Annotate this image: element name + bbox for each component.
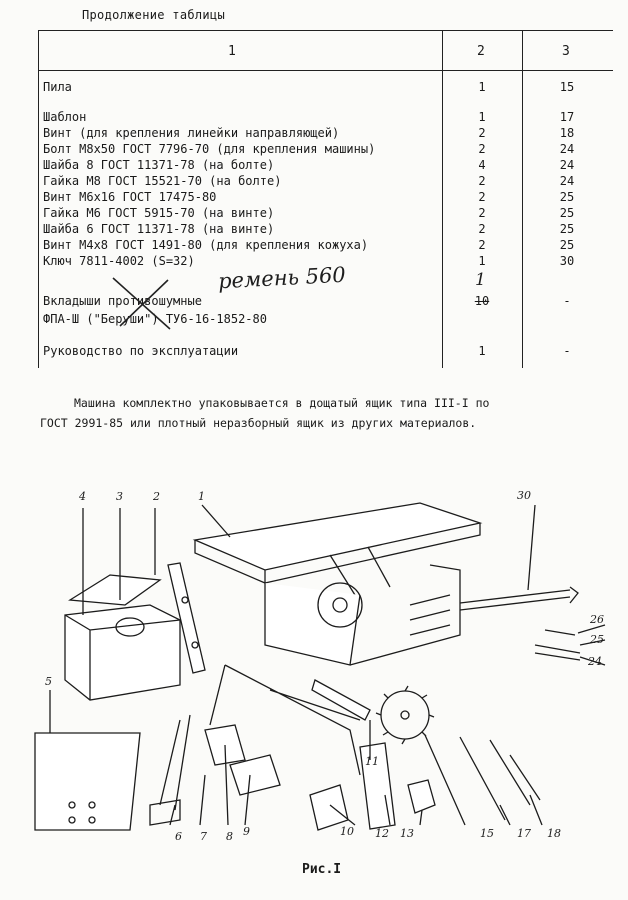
part-label: 13 bbox=[400, 827, 414, 840]
part-label: 8 bbox=[226, 830, 233, 843]
part-label: 2 bbox=[152, 490, 160, 503]
exploded-parts-drawing: 1 2 3 4 5 6 7 8 9 10 11 12 13 15 17 18 2… bbox=[34, 489, 606, 843]
part-label: 11 bbox=[365, 755, 379, 768]
header-col-1: 1 bbox=[228, 44, 236, 59]
part-label: 12 bbox=[375, 827, 389, 840]
handwritten-strikethrough bbox=[112, 277, 171, 330]
part-label: 4 bbox=[78, 490, 86, 503]
packaging-paragraph: Машина комплектно упаковывается в дощаты… bbox=[40, 393, 600, 433]
table-row: Винт М4х8 ГОСТ 1491-80 (для крепления ко… bbox=[43, 238, 575, 252]
part-label: 3 bbox=[116, 490, 123, 503]
part-label: 18 bbox=[547, 827, 561, 840]
struck-qty: 10 bbox=[474, 294, 490, 308]
part-label: 9 bbox=[243, 825, 250, 838]
part-label: 1 bbox=[198, 490, 205, 503]
header-col-2: 2 bbox=[477, 44, 485, 59]
part-label: 25 bbox=[589, 633, 604, 646]
part-label: 10 bbox=[340, 825, 354, 838]
part-label: 26 bbox=[589, 613, 604, 626]
part-label: 5 bbox=[45, 675, 52, 688]
header-col-3: 3 bbox=[562, 44, 570, 59]
handwritten-qty: 1 bbox=[475, 270, 486, 290]
table-row: Винт (для крепления линейки направляющей… bbox=[43, 126, 575, 140]
table-row: ФПА-Ш ("Беруши") ТУ6-16-1852-80 bbox=[43, 312, 267, 326]
part-label: 6 bbox=[175, 830, 182, 843]
table-caption: Продолжение таблицы bbox=[82, 8, 225, 22]
figure-caption: Рис.I bbox=[302, 862, 342, 877]
part-label: 30 bbox=[517, 489, 531, 502]
part-label: 24 bbox=[587, 655, 602, 668]
paragraph-line-2: ГОСТ 2991-85 или плотный неразборный ящи… bbox=[40, 416, 477, 430]
part-label: 7 bbox=[200, 830, 207, 843]
part-label: 17 bbox=[517, 827, 531, 840]
paragraph-line-1: Машина комплектно упаковывается в дощаты… bbox=[74, 396, 490, 410]
part-label: 15 bbox=[480, 827, 494, 840]
table-row: Болт М8х50 ГОСТ 7796-70 (для крепления м… bbox=[43, 142, 575, 156]
